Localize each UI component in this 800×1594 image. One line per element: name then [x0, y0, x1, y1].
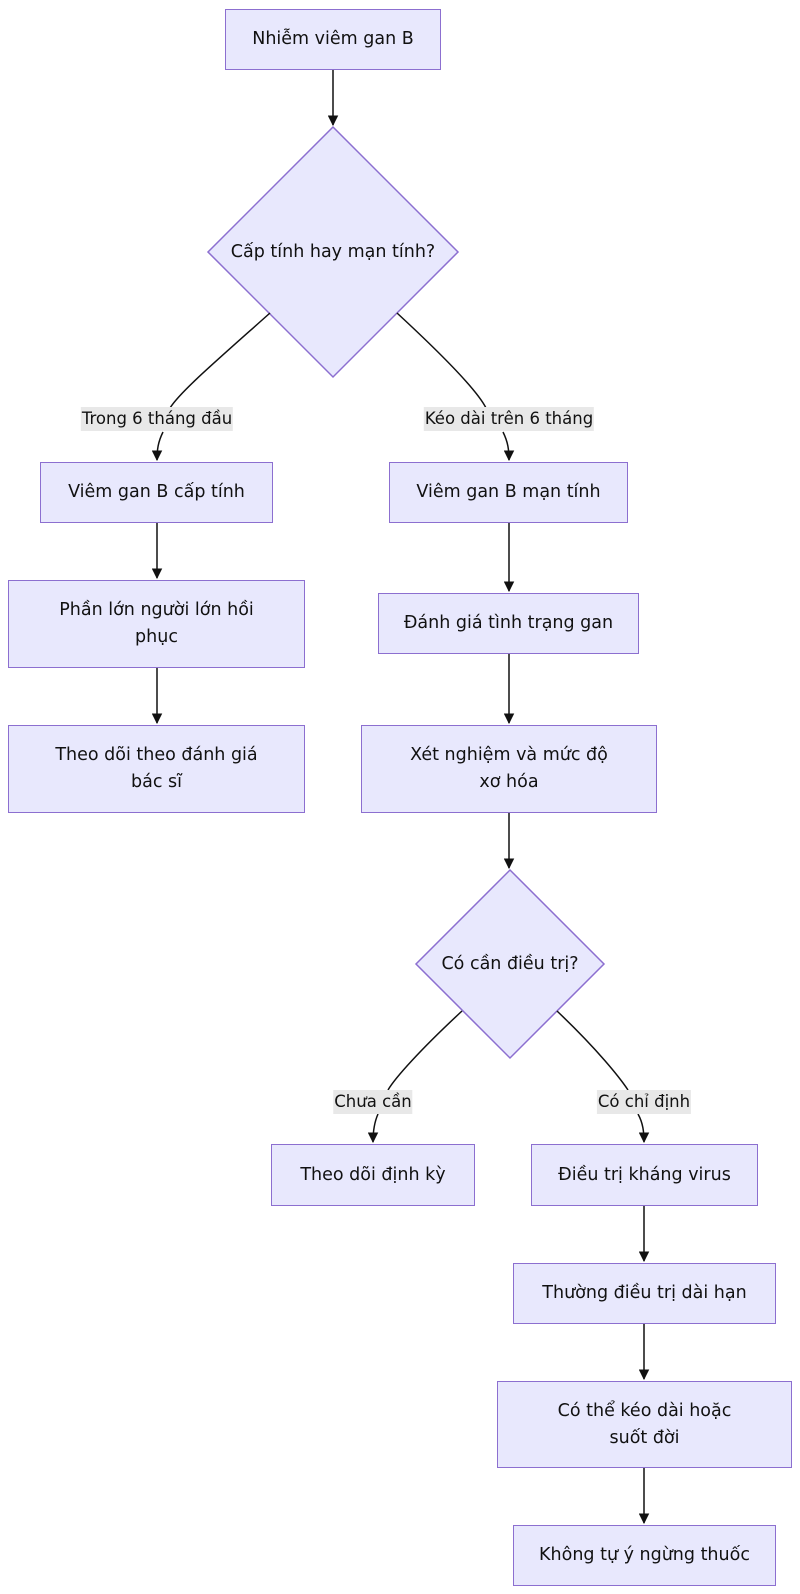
node-long-term: Thường điều trị dài hạn — [513, 1263, 776, 1324]
node-start: Nhiễm viêm gan B — [225, 9, 441, 70]
decision-type-diamond-shape — [206, 125, 460, 379]
edge-label-acute: Trong 6 tháng đầu — [80, 407, 234, 431]
decision-treat-diamond: Có cần điều trị? — [441, 953, 579, 974]
node-lifelong: Có thể kéo dài hoặc suốt đời — [497, 1381, 792, 1468]
decision-type-diamond: Cấp tính hay mạn tính? — [230, 241, 436, 262]
edge-not-needed-label-to-periodic — [367, 1113, 379, 1144]
node-no-stop: Không tự ý ngừng thuốc — [513, 1525, 776, 1586]
node-acute-recover: Phần lớn người lớn hồi phục — [8, 580, 305, 668]
edge-label-not-needed: Chưa cần — [333, 1090, 413, 1114]
edge-label-indicated: Có chỉ định — [596, 1090, 692, 1114]
node-acute-follow: Theo dõi theo đánh giá bác sĩ — [8, 725, 305, 813]
node-tests: Xét nghiệm và mức độ xơ hóa — [361, 725, 657, 813]
edge-decision-to-chronic — [396, 312, 487, 409]
edge-indicated-label-to-antiviral — [637, 1113, 650, 1144]
edge-chronic-label-to-chronic — [502, 431, 515, 462]
node-chronic: Viêm gan B mạn tính — [389, 462, 628, 523]
edge-treat-to-not-needed — [387, 1010, 463, 1091]
edge-acute-label-to-acute — [151, 431, 164, 462]
node-antiviral: Điều trị kháng virus — [531, 1144, 758, 1206]
edge-decision-to-acute — [169, 312, 271, 409]
node-assess-liver: Đánh giá tình trạng gan — [378, 593, 639, 654]
node-periodic: Theo dõi định kỳ — [271, 1144, 475, 1206]
edge-label-chronic: Kéo dài trên 6 tháng — [423, 407, 595, 431]
node-acute: Viêm gan B cấp tính — [40, 462, 273, 523]
edge-treat-to-indicated — [556, 1010, 629, 1091]
